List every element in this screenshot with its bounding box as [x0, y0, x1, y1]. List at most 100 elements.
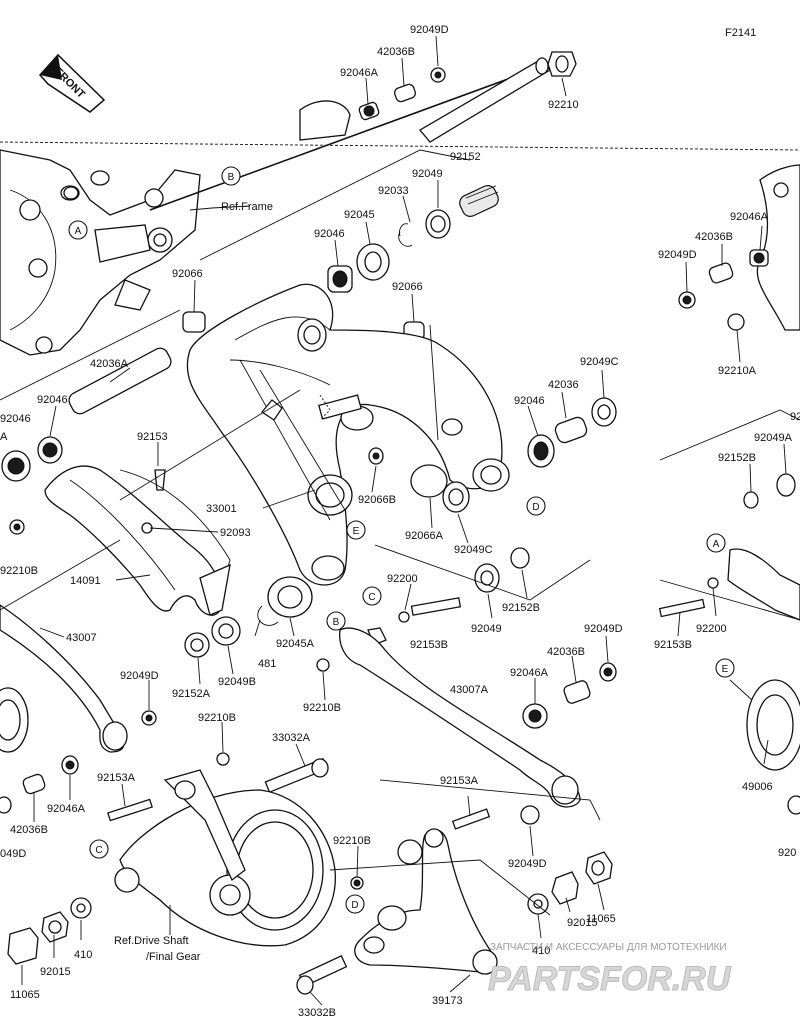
part-label: 92049D: [508, 858, 547, 870]
part-label: 92153B: [410, 639, 448, 651]
callout-a-left: [68, 220, 88, 240]
link-39173: [296, 808, 498, 995]
part-label: 92049D: [584, 623, 623, 635]
leader-lines: [0, 35, 800, 1006]
callout-a-right: [706, 533, 726, 553]
part-label: 92152: [450, 151, 481, 163]
callout-b-top: [221, 166, 241, 186]
part-label: 42036: [548, 379, 579, 391]
part-label: 92: [790, 411, 800, 423]
callout-a-left-label: A: [75, 226, 82, 237]
part-label: 920: [778, 847, 796, 859]
part-label: 92049: [471, 623, 502, 635]
part-label: 92046A: [510, 667, 549, 679]
part-label: Ref.Frame: [221, 201, 273, 213]
left-bushings: [1, 347, 172, 535]
part-label: 42036B: [547, 646, 585, 658]
top-shaft-assembly: [63, 51, 577, 211]
callout-d-mid-label: D: [532, 502, 539, 513]
part-label: 481: [258, 658, 276, 670]
part-label: 410: [74, 949, 92, 961]
part-label: 92046: [37, 394, 68, 406]
callout-c-mid-label: C: [368, 592, 375, 603]
bottom-right-fasteners: [527, 851, 613, 915]
part-label: 92046A: [340, 67, 379, 79]
callout-d-low-label: D: [351, 900, 358, 911]
callout-a-right-label: A: [713, 539, 720, 550]
tie-rod-right: [316, 627, 617, 825]
swing-arm: [186, 283, 510, 586]
part-label: 92093: [220, 527, 251, 539]
callout-b-mid-label: B: [333, 617, 340, 628]
part-label: 92046: [314, 228, 345, 240]
part-label: /Final Gear: [146, 951, 201, 963]
callout-e-right: [715, 658, 735, 678]
part-label: 92152B: [718, 452, 756, 464]
part-label: 92153B: [654, 639, 692, 651]
callout-c-low-label: C: [95, 845, 102, 856]
part-label: 49006: [742, 781, 773, 793]
lower-left-bushings: [0, 752, 329, 822]
part-label: 92049C: [580, 356, 619, 368]
callout-b-top-label: B: [228, 172, 235, 183]
bottom-left-fasteners: [7, 897, 92, 965]
part-label: 92210: [548, 99, 579, 111]
part-label: 92200: [387, 573, 418, 585]
part-label: 39173: [432, 995, 463, 1007]
part-label: 92200: [696, 623, 727, 635]
part-label: 92066B: [358, 494, 396, 506]
watermark: ЗАПЧАСТИ И АКСЕССУАРЫ ДЛЯ МОТОТЕХНИКИ PA…: [488, 942, 733, 999]
part-label: 92049C: [454, 544, 493, 556]
part-label: 92210B: [198, 712, 236, 724]
part-label: Ref.Drive Shaft: [114, 935, 189, 947]
part-label: 33001: [206, 503, 237, 515]
part-label: 92049D: [120, 670, 159, 682]
part-label: 92066A: [405, 530, 444, 542]
part-label: 33032B: [298, 1007, 336, 1019]
chain-guard: [44, 465, 231, 616]
part-label: 049D: [0, 848, 26, 860]
part-label: 92049B: [218, 676, 256, 688]
part-label: 42036B: [10, 824, 48, 836]
part-label: 11065: [10, 989, 40, 1001]
part-label: 92210B: [333, 835, 371, 847]
left-edge-coil: [0, 687, 29, 753]
callout-d-mid: [526, 496, 546, 516]
part-label: 92066: [172, 268, 203, 280]
part-label: 92046: [514, 395, 545, 407]
part-label: 92153: [137, 431, 168, 443]
right-edge-assembly: [658, 164, 800, 815]
part-label: 92049D: [410, 24, 449, 36]
part-label: 14091: [70, 575, 101, 587]
part-label: 92066: [392, 281, 423, 293]
part-label: 92210A: [718, 365, 757, 377]
part-label: 92049A: [754, 432, 793, 444]
part-label: 42036B: [695, 231, 733, 243]
part-label: 92049D: [658, 249, 697, 261]
watermark-brand: PARTSFOR.RU: [488, 960, 732, 998]
part-label: 92152A: [172, 688, 211, 700]
part-label: 92045A: [276, 638, 315, 650]
callout-e-mid: [346, 520, 366, 540]
part-label: 92015: [567, 917, 598, 929]
part-label: 92015: [40, 966, 71, 978]
part-label: 92046A: [730, 211, 769, 223]
frame-section: [0, 100, 800, 356]
part-label: 92153A: [97, 772, 136, 784]
callout-d-low: [345, 894, 365, 914]
part-label: 92210B: [303, 702, 341, 714]
part-label: 42036A: [90, 358, 129, 370]
part-label: 43007: [66, 632, 97, 644]
part-label: 92046: [0, 413, 31, 425]
part-label: 92033: [378, 185, 409, 197]
part-label: 43007A: [450, 684, 489, 696]
part-labels: 92049D 42036B 92046A 92210 92152 92049 9…: [0, 24, 800, 1019]
watermark-caption: ЗАПЧАСТИ И АКСЕССУАРЫ ДЛЯ МОТОТЕХНИКИ: [490, 942, 727, 953]
callout-e-right-label: E: [722, 664, 729, 675]
figure-code: F2141: [725, 27, 756, 39]
lower-bearings: [184, 576, 462, 658]
callout-e-mid-label: E: [353, 526, 360, 537]
part-label: 92153A: [440, 775, 479, 787]
front-arrow-icon: FRONT: [38, 53, 106, 113]
